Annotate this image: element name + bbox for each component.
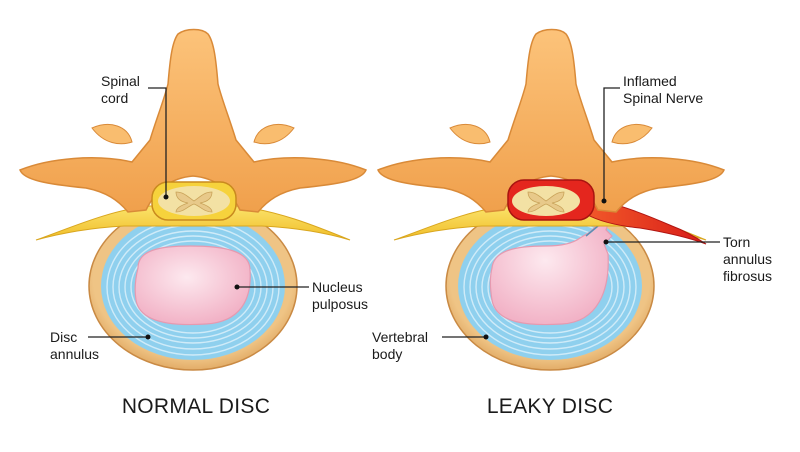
label-spinal-cord: Spinal cord <box>101 73 144 106</box>
posterior-arch-normal <box>19 28 367 213</box>
label-inflamed-spinal-nerve: Inflamed Spinal Nerve <box>623 73 703 106</box>
posterior-arch-leaky <box>377 28 725 213</box>
leaky-vertebra-illustration <box>377 28 725 371</box>
nucleus-pulposus-leaky <box>489 216 613 326</box>
leader-lines <box>88 87 720 340</box>
label-vertebral-body: Vertebral body <box>372 329 432 362</box>
spinal-cord-grey-matter <box>175 191 213 213</box>
spinal-cord-grey-matter-leaky <box>527 191 565 213</box>
nerve-roots-normal <box>35 205 351 241</box>
nucleus-pulposus-normal <box>134 245 251 326</box>
labels: Spinal cord Nucleus pulposus Disc annulu… <box>50 73 776 418</box>
normal-vertebra-illustration <box>19 28 367 371</box>
label-nucleus-pulposus: Nucleus pulposus <box>312 279 368 312</box>
caption-leaky-disc: LEAKY DISC <box>487 395 613 418</box>
label-disc-annulus: Disc annulus <box>50 329 99 362</box>
label-torn-annulus-fibrosus: Torn annulus fibrosus <box>723 234 776 284</box>
caption-normal-disc: NORMAL DISC <box>122 395 270 418</box>
